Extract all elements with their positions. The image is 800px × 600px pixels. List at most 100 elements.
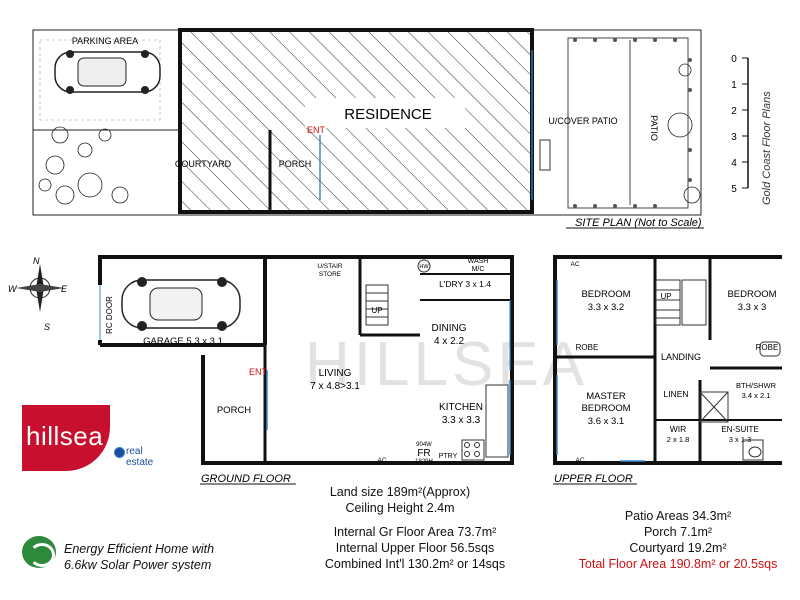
kitchen-dim: 3.3 x 3.3 <box>442 415 481 426</box>
cover-patio-label: U/COVER PATIO <box>548 116 617 126</box>
patio-furniture <box>539 139 551 171</box>
site-porch-label: PORCH <box>279 159 312 169</box>
site-plan-caption: SITE PLAN (Not to Scale) <box>575 217 702 229</box>
outdoor-summary: Patio Areas 34.3m² Porch 7.1m² Courtyard… <box>560 508 796 572</box>
scale-tick: 1 <box>731 80 737 91</box>
bedroom2-dim: 3.3 x 3 <box>738 302 767 313</box>
patio-outline <box>567 37 689 209</box>
pantry-label: PTRY <box>439 453 458 460</box>
parking-bay <box>39 39 161 121</box>
ground-floor-caption: GROUND FLOOR <box>201 473 291 485</box>
compass-w: W <box>8 284 18 294</box>
scale-tick: 3 <box>731 132 737 143</box>
site-car-icon <box>54 50 161 94</box>
upper-stairs <box>655 279 707 326</box>
patio-area: Patio Areas 34.3m² <box>624 509 732 523</box>
solar-leaf-icon <box>22 536 56 568</box>
ground-floor-plan: RC DOOR GARAGE 5.3 x 3.1 ENT PORCH LIVIN… <box>97 255 514 485</box>
master-dim: 3.6 x 3.1 <box>588 416 624 427</box>
bedroom2-label: BEDROOM <box>727 289 776 300</box>
patio-label: PATIO <box>649 115 659 141</box>
hw-label: HW <box>419 264 429 270</box>
toilet-icon <box>748 446 762 458</box>
hot-water-icon <box>417 259 431 273</box>
upper-floor-plan: AC AC BEDROOM 3.3 x 3.2 BEDROOM 3.3 x 3 … <box>553 255 782 485</box>
scale-tick: 4 <box>731 158 737 169</box>
bath-icon <box>759 341 781 357</box>
upper-ac-label: AC <box>575 457 584 464</box>
fridge-label: FR <box>417 448 430 459</box>
stair-store-label: STORE <box>319 271 342 278</box>
upper-up-label: UP <box>660 292 671 301</box>
residence-label-bg <box>305 98 465 128</box>
living-dim: 7 x 4.8>3.1 <box>310 381 360 392</box>
internal-upper-area: Internal Upper Floor 56.5sqs <box>335 541 495 555</box>
mc-label: M/C <box>472 266 485 273</box>
stair-store-label: U/STAIR <box>317 263 342 270</box>
compass-n: N <box>33 256 40 266</box>
dining-dim: 4 x 2.2 <box>434 336 464 347</box>
porch-area: Porch 7.1m² <box>643 525 713 539</box>
wash-label: WASH <box>468 258 489 265</box>
site-plan: 0 1 2 3 4 5 Gold Coast Floor Plans PARKI… <box>32 28 773 229</box>
ground-porch-label: PORCH <box>217 405 251 416</box>
patio-dots <box>573 38 692 208</box>
linen-label: LINEN <box>663 389 688 399</box>
kitchen-bench <box>485 384 509 458</box>
scale-tick: 2 <box>731 106 737 117</box>
ensuite-dim: 3 x 1.3 <box>729 435 752 444</box>
wir-dim: 2 x 1.8 <box>667 435 690 444</box>
shower-icon <box>699 391 729 423</box>
bath-dim: 3.4 x 2.1 <box>742 391 771 400</box>
robe2-label: ROBE <box>756 343 779 352</box>
fridge-height: 1829H <box>415 459 433 465</box>
rc-door-label: RC DOOR <box>105 296 114 334</box>
land-size: Land size 189m²(Approx) <box>329 485 471 499</box>
vertical-watermark: Gold Coast Floor Plans <box>761 91 773 205</box>
logo-dot-icon <box>114 447 125 458</box>
energy-line-1: Energy Efficient Home with <box>64 542 215 556</box>
internal-ground-area: Internal Gr Floor Area 73.7m² <box>333 525 497 539</box>
ground-stairs <box>365 284 389 326</box>
garage-label: GARAGE 5.3 x 3.1 <box>143 336 223 347</box>
logo-wordmark: hillsea <box>26 421 104 451</box>
ceiling-height: Ceiling Height 2.4m <box>345 501 455 515</box>
upper-floor-caption: UPPER FLOOR <box>554 473 633 485</box>
dining-label: DINING <box>432 323 467 334</box>
compass-icon: N E S W <box>8 256 68 332</box>
hillsea-logo: hillsea real estate <box>22 405 162 473</box>
garden-plant-icons <box>38 63 701 205</box>
master-label: MASTER <box>586 391 626 402</box>
logo-subtitle: real estate <box>126 446 154 468</box>
cooktop <box>461 439 485 461</box>
bath-label: BTH/SHWR <box>736 381 777 390</box>
total-floor-area: Total Floor Area 190.8m² or 20.5sqs <box>578 557 778 571</box>
ground-up-label: UP <box>371 306 382 315</box>
upper-ac-label: AC <box>570 261 579 268</box>
bedroom1-dim: 3.3 x 3.2 <box>588 302 624 313</box>
master-label: BEDROOM <box>581 403 630 414</box>
combined-area: Combined Int'l 130.2m² or 14sqs <box>324 557 506 571</box>
parking-label: PARKING AREA <box>72 36 138 46</box>
courtyard-label: COURTYARD <box>175 159 232 169</box>
scale-tick: 0 <box>731 54 737 65</box>
area-summary: Internal Gr Floor Area 73.7m² Internal U… <box>305 524 525 572</box>
wir-label: WIR <box>670 424 687 434</box>
landing-label: LANDING <box>661 352 701 362</box>
residence-label: RESIDENCE <box>344 106 432 123</box>
site-ent-label: ENT <box>307 125 326 135</box>
bedroom1-label: BEDROOM <box>581 289 630 300</box>
ground-ent-label: ENT <box>249 367 268 377</box>
robe1-label: ROBE <box>576 343 599 352</box>
garage-car-icon <box>121 277 241 331</box>
land-summary: Land size 189m²(Approx) Ceiling Height 2… <box>300 484 500 516</box>
hillsea-watermark: HILLSEA <box>305 330 588 399</box>
scale-tick: 5 <box>731 184 737 195</box>
living-label: LIVING <box>319 368 352 379</box>
compass-s: S <box>44 322 50 332</box>
energy-note: Energy Efficient Home with 6.6kw Solar P… <box>64 541 214 573</box>
laundry-label: L'DRY 3 x 1.4 <box>439 279 491 289</box>
ensuite-shower <box>742 439 764 461</box>
fridge-width: 904W <box>416 442 432 448</box>
